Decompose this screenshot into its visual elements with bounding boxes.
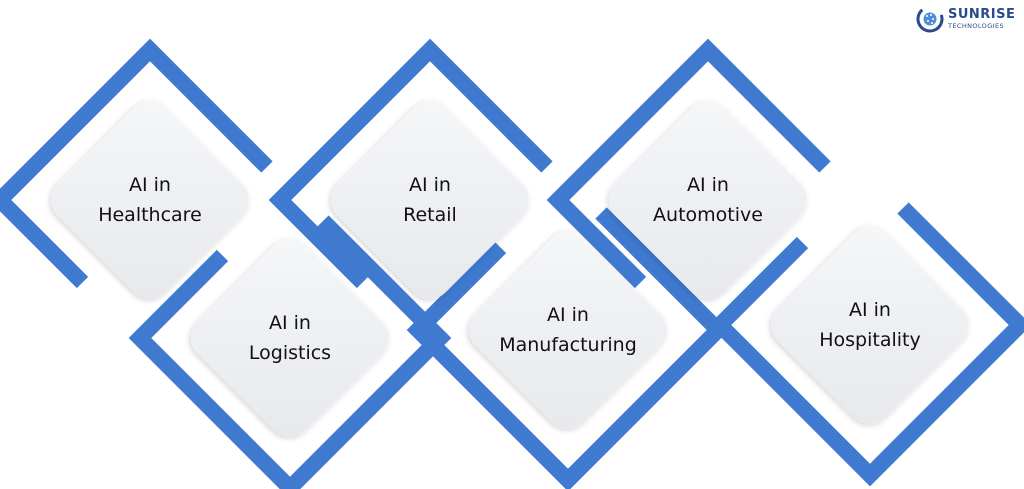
frames-bottom-row bbox=[128, 202, 1024, 489]
tile-label-line2: Logistics bbox=[248, 342, 332, 364]
tile-4 bbox=[469, 231, 667, 429]
tile-label-line1: AI in bbox=[687, 174, 729, 196]
tile-1 bbox=[51, 101, 249, 299]
tile-label-line2: Healthcare bbox=[98, 204, 202, 226]
tile-frame-4-b bbox=[406, 207, 730, 489]
tile-5 bbox=[609, 101, 807, 299]
logo-name: SUNRISE bbox=[948, 7, 1016, 22]
tile-label-line2: Manufacturing bbox=[499, 334, 637, 356]
tile-2 bbox=[191, 239, 389, 437]
frames-top-row bbox=[0, 38, 831, 289]
tile-label-3: AI in Retail bbox=[330, 170, 530, 230]
tile-label-line1: AI in bbox=[269, 312, 311, 334]
tile-label-line1: AI in bbox=[409, 174, 451, 196]
tile-label-2: AI in Logistics bbox=[190, 308, 390, 368]
tile-3 bbox=[331, 101, 529, 299]
tile-frame-3 bbox=[268, 38, 553, 289]
logo-subtitle: TECHNOLOGIES bbox=[948, 22, 1004, 30]
tile-frame-5 bbox=[546, 38, 831, 289]
tile-label-line1: AI in bbox=[849, 299, 891, 321]
tile-label-line2: Retail bbox=[403, 204, 457, 226]
tiles-layer bbox=[51, 101, 969, 437]
tile-label-line2: Hospitality bbox=[819, 329, 921, 351]
tile-label-6: AI in Hospitality bbox=[770, 295, 970, 355]
tile-label-line2: Automotive bbox=[653, 204, 763, 226]
company-logo: SUNRISE TECHNOLOGIES bbox=[916, 4, 1015, 34]
tile-label-line1: AI in bbox=[129, 174, 171, 196]
sunrise-logo-icon bbox=[916, 5, 944, 33]
tile-label-4: AI in Manufacturing bbox=[468, 300, 668, 360]
tile-frame-6-b bbox=[708, 202, 1024, 487]
tile-label-1: AI in Healthcare bbox=[50, 170, 250, 230]
tile-frame-1 bbox=[0, 38, 273, 289]
tile-frame-2-b bbox=[128, 215, 452, 489]
tile-label-line1: AI in bbox=[547, 304, 589, 326]
tile-6 bbox=[771, 226, 969, 424]
tile-label-5: AI in Automotive bbox=[608, 170, 808, 230]
